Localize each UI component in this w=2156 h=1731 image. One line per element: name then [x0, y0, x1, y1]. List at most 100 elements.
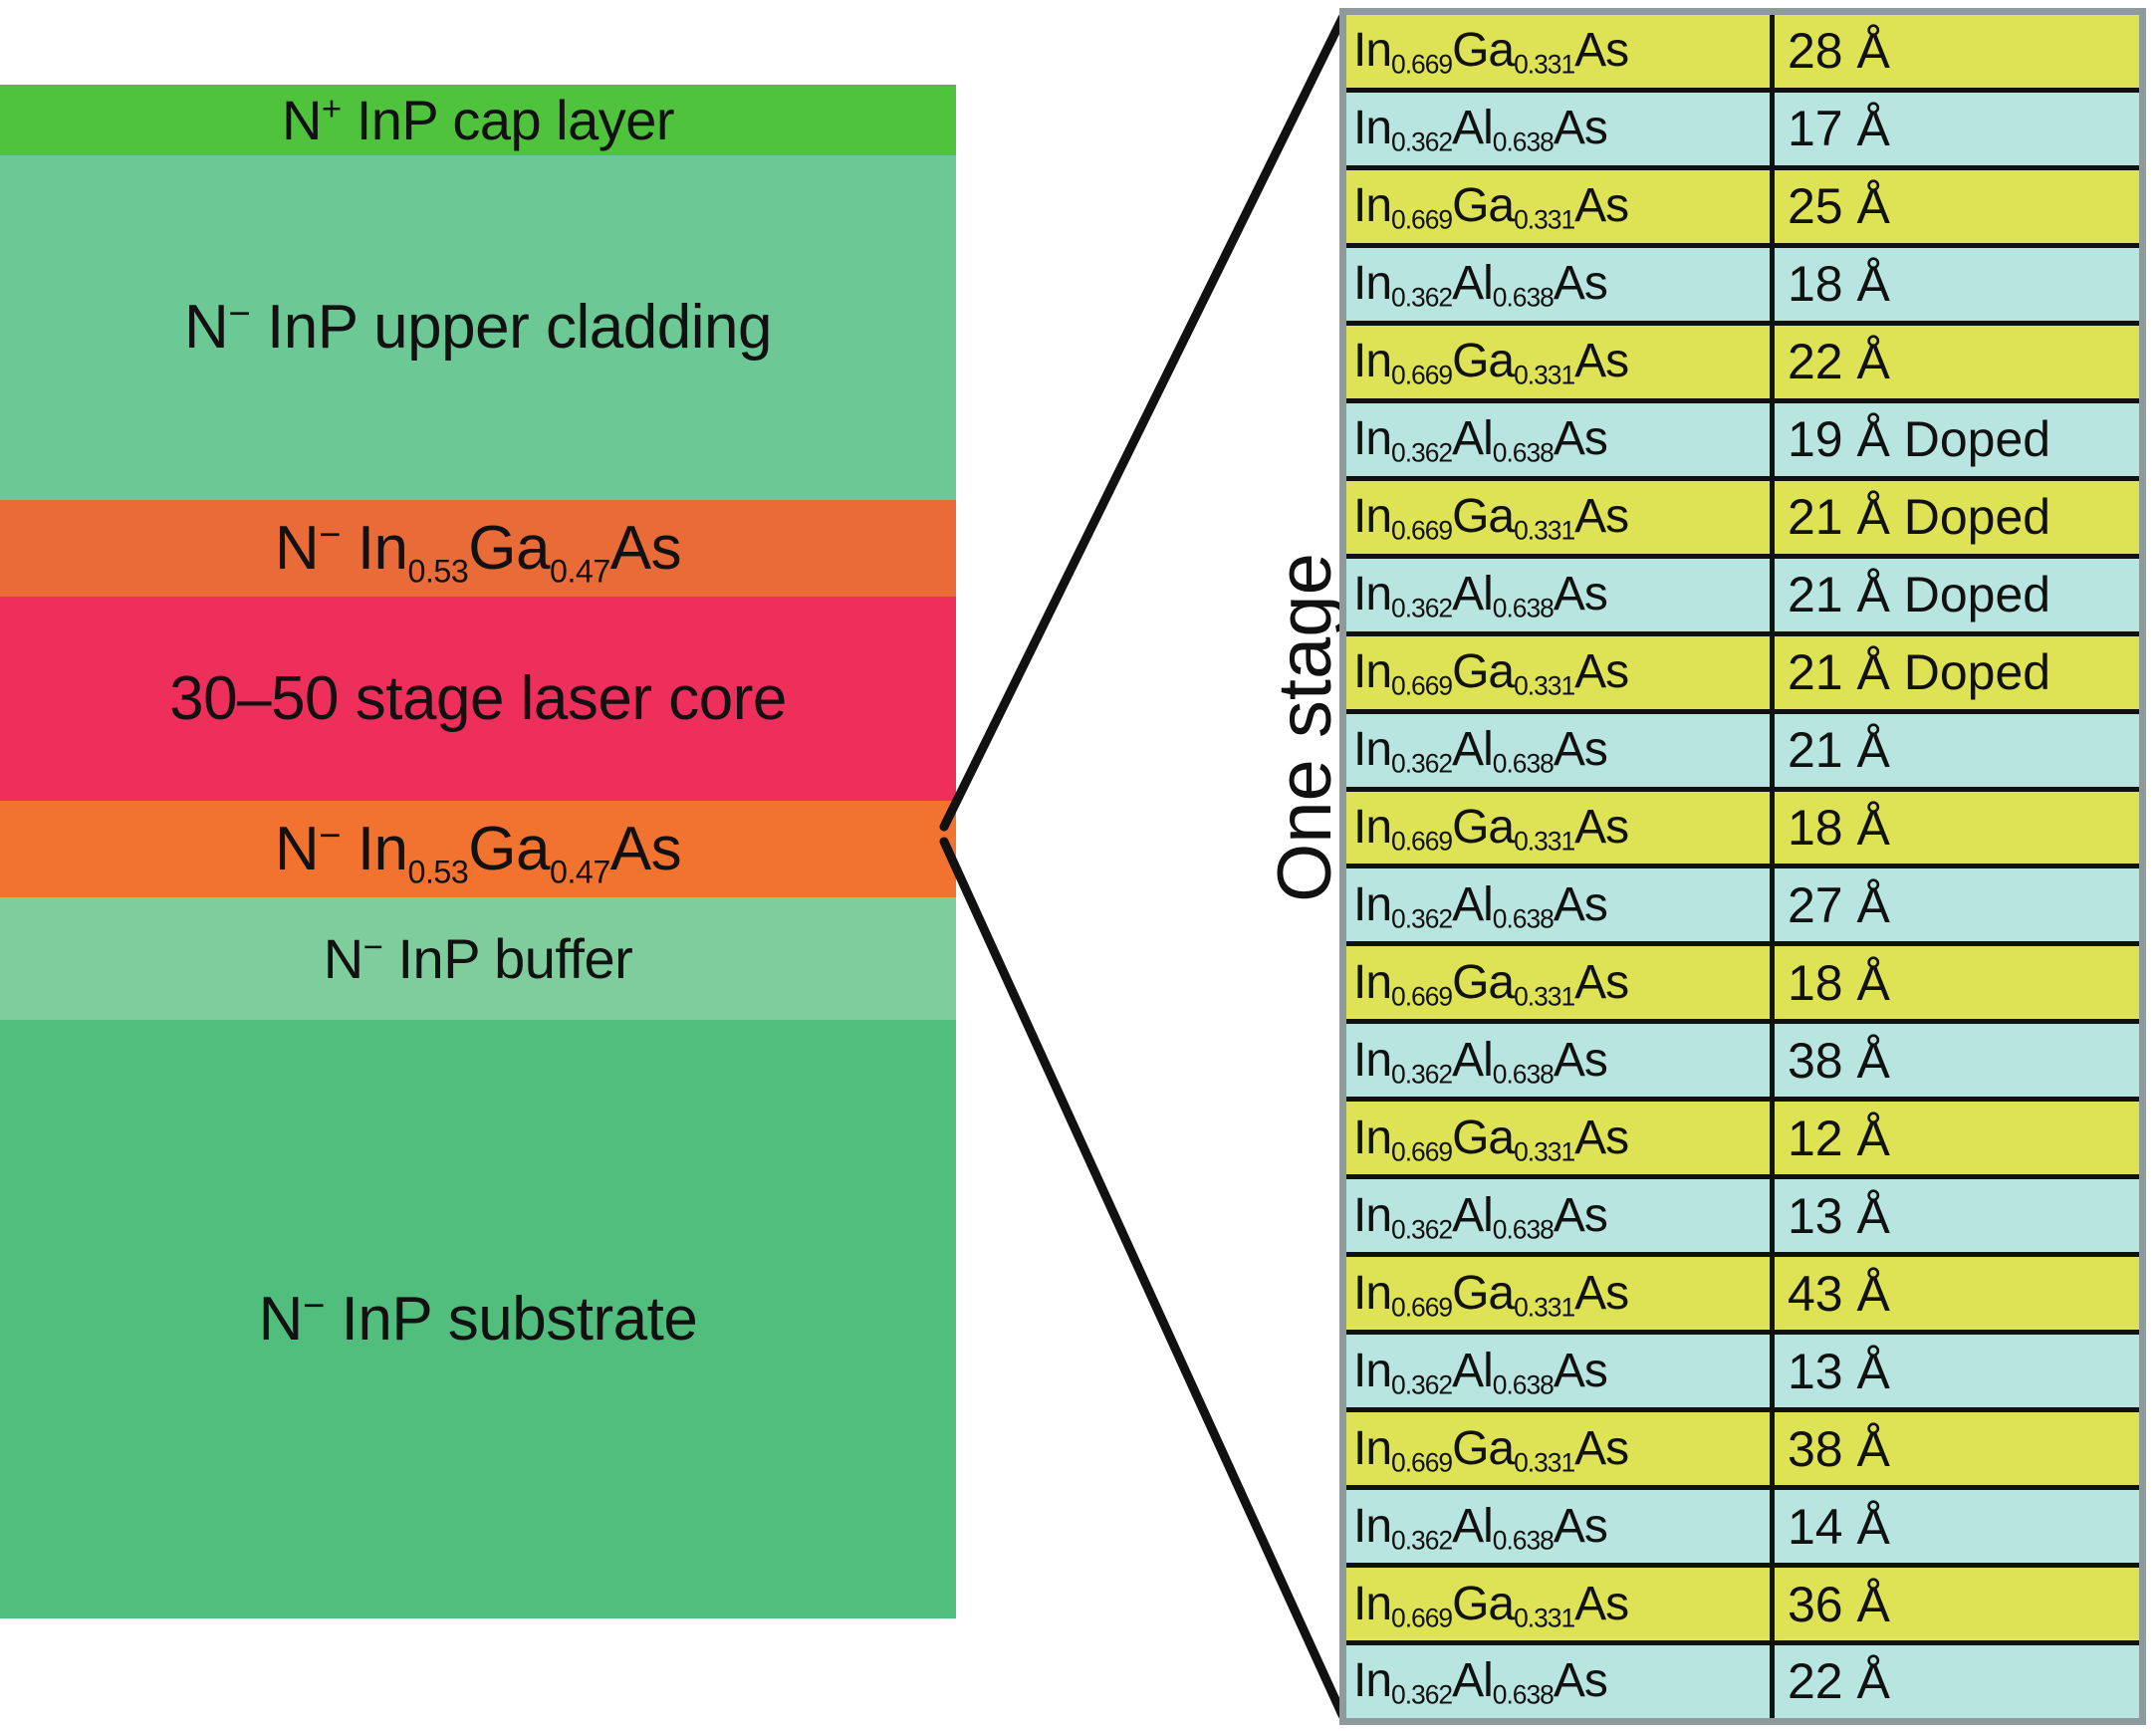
cell-thickness: 43 Å	[1775, 1257, 2139, 1331]
epi-layer-label: N− InP substrate	[258, 1284, 698, 1355]
material-formula: In0.669Ga0.331As	[1353, 490, 1629, 546]
cell-thickness: 18 Å	[1775, 247, 2139, 321]
material-formula: In0.362Al0.638As	[1353, 723, 1608, 779]
cell-material: In0.669Ga0.331As	[1346, 791, 1775, 865]
epi-layer-label: N− InP buffer	[323, 927, 633, 991]
thickness-value: 21 Å	[1788, 722, 1890, 779]
table-row: In0.669Ga0.331As 21 Å Doped	[1346, 480, 2139, 559]
cell-thickness: 22 Å	[1775, 1645, 2139, 1718]
material-formula: In0.669Ga0.331As	[1353, 801, 1629, 857]
cell-thickness: 14 Å	[1775, 1490, 2139, 1564]
cell-thickness: 13 Å	[1775, 1179, 2139, 1253]
table-row: In0.669Ga0.331As 22 Å	[1346, 325, 2139, 403]
table-row: In0.669Ga0.331As 18 Å	[1346, 946, 2139, 1025]
material-formula: In0.362Al0.638As	[1353, 1654, 1608, 1710]
cell-material: In0.362Al0.638As	[1346, 1024, 1775, 1098]
material-formula: In0.669Ga0.331As	[1353, 335, 1629, 390]
epitaxial-layer-stack: N+ InP cap layer N− InP upper cladding N− …	[0, 85, 956, 1618]
material-formula: In0.362Al0.638As	[1353, 1188, 1608, 1245]
thickness-value: 22 Å	[1788, 334, 1890, 390]
cell-thickness: 21 Å Doped	[1775, 480, 2139, 554]
thickness-value: 21 Å Doped	[1788, 644, 2051, 701]
cell-material: In0.669Ga0.331As	[1346, 169, 1775, 243]
cell-thickness: 21 Å Doped	[1775, 558, 2139, 631]
thickness-value: 13 Å	[1788, 1187, 1890, 1244]
cell-material: In0.362Al0.638As	[1346, 713, 1775, 787]
thickness-value: 43 Å	[1788, 1265, 1890, 1322]
cell-material: In0.669Ga0.331As	[1346, 1257, 1775, 1331]
cell-material: In0.362Al0.638As	[1346, 868, 1775, 942]
table-row: In0.362Al0.638As 21 Å	[1346, 713, 2139, 792]
epi-layer-substrate: N− InP substrate	[0, 1020, 956, 1618]
thickness-value: 21 Å Doped	[1788, 489, 2051, 546]
cell-material: In0.669Ga0.331As	[1346, 1102, 1775, 1175]
thickness-value: 28 Å	[1788, 23, 1890, 80]
material-formula: In0.669Ga0.331As	[1353, 1111, 1629, 1167]
thickness-value: 38 Å	[1788, 1032, 1890, 1089]
table-row: In0.669Ga0.331As 43 Å	[1346, 1257, 2139, 1336]
cell-material: In0.669Ga0.331As	[1346, 946, 1775, 1020]
cell-thickness: 28 Å	[1775, 15, 2139, 88]
cell-thickness: 19 Å Doped	[1775, 402, 2139, 476]
cell-thickness: 17 Å	[1775, 92, 2139, 165]
thickness-value: 22 Å	[1788, 1653, 1890, 1710]
epi-layer-buffer: N− InP buffer	[0, 897, 956, 1021]
cell-thickness: 13 Å	[1775, 1335, 2139, 1408]
cell-material: In0.669Ga0.331As	[1346, 15, 1775, 88]
epi-layer-label: N− In0.53Ga0.47As	[274, 814, 682, 890]
cell-material: In0.362Al0.638As	[1346, 247, 1775, 321]
cell-thickness: 22 Å	[1775, 325, 2139, 398]
cell-thickness: 18 Å	[1775, 791, 2139, 865]
thickness-value: 17 Å	[1788, 101, 1890, 157]
cell-thickness: 18 Å	[1775, 946, 2139, 1020]
material-formula: In0.362Al0.638As	[1353, 102, 1608, 157]
table-row: In0.362Al0.638As 18 Å	[1346, 247, 2139, 326]
cell-thickness: 21 Å	[1775, 713, 2139, 787]
thickness-value: 19 Å Doped	[1788, 411, 2051, 468]
cell-material: In0.669Ga0.331As	[1346, 1568, 1775, 1641]
material-formula: In0.669Ga0.331As	[1353, 645, 1629, 701]
material-formula: In0.362Al0.638As	[1353, 1499, 1608, 1555]
cell-thickness: 38 Å	[1775, 1024, 2139, 1098]
cell-material: In0.362Al0.638As	[1346, 1335, 1775, 1408]
epi-layer-label: 30–50 stage laser core	[169, 664, 787, 734]
cell-thickness: 38 Å	[1775, 1412, 2139, 1486]
cell-material: In0.362Al0.638As	[1346, 402, 1775, 476]
epi-layer-label: N− InP upper cladding	[184, 292, 772, 363]
material-formula: In0.362Al0.638As	[1353, 257, 1608, 313]
cell-material: In0.669Ga0.331As	[1346, 635, 1775, 709]
cell-material: In0.669Ga0.331As	[1346, 480, 1775, 554]
epi-layer-ingaas-top: N− In0.53Ga0.47As	[0, 500, 956, 598]
cell-thickness: 25 Å	[1775, 169, 2139, 243]
epi-layer-cap: N+ InP cap layer	[0, 85, 956, 155]
thickness-value: 18 Å	[1788, 954, 1890, 1011]
thickness-value: 18 Å	[1788, 800, 1890, 856]
cell-material: In0.362Al0.638As	[1346, 92, 1775, 165]
thickness-value: 18 Å	[1788, 256, 1890, 313]
epi-layer-label: N− In0.53Ga0.47As	[274, 513, 682, 590]
thickness-value: 38 Å	[1788, 1420, 1890, 1477]
cell-material: In0.362Al0.638As	[1346, 1490, 1775, 1564]
material-formula: In0.669Ga0.331As	[1353, 955, 1629, 1012]
cell-material: In0.669Ga0.331As	[1346, 1412, 1775, 1486]
cell-thickness: 36 Å	[1775, 1568, 2139, 1641]
thickness-value: 25 Å	[1788, 178, 1890, 235]
one-stage-label: One stage	[1262, 552, 1347, 902]
material-formula: In0.669Ga0.331As	[1353, 1266, 1629, 1323]
thickness-value: 13 Å	[1788, 1343, 1890, 1399]
table-row: In0.362Al0.638As 13 Å	[1346, 1335, 2139, 1413]
cell-material: In0.362Al0.638As	[1346, 1645, 1775, 1718]
epi-layer-label: N+ InP cap layer	[281, 88, 675, 151]
material-formula: In0.362Al0.638As	[1353, 1344, 1608, 1400]
cell-thickness: 27 Å	[1775, 868, 2139, 942]
connector-line-lower	[939, 837, 1347, 1720]
